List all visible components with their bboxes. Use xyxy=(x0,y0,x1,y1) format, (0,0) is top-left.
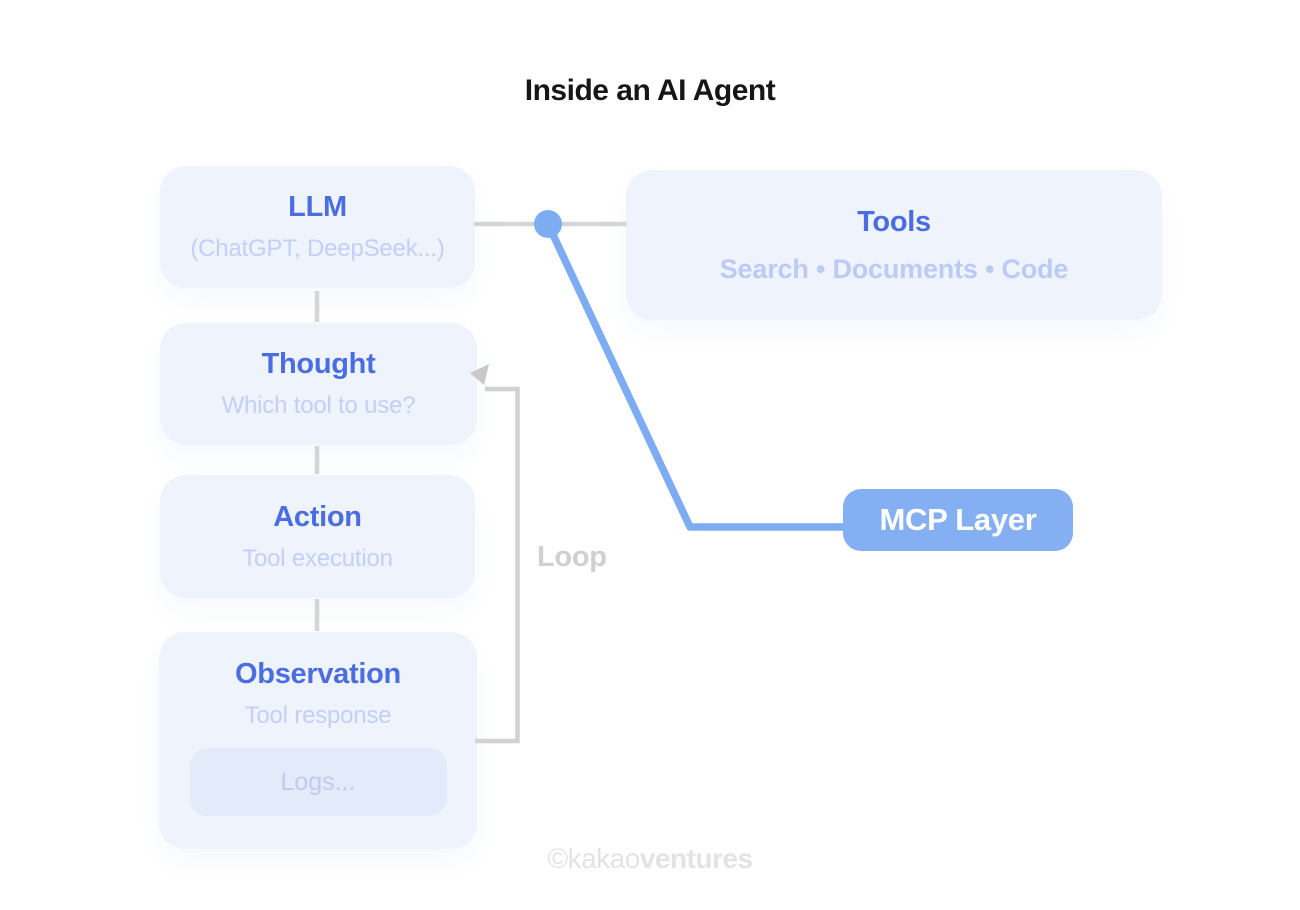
action-subtitle: Tool execution xyxy=(242,544,393,572)
page-title: Inside an AI Agent xyxy=(524,74,776,107)
tools-title: Tools xyxy=(857,205,931,238)
node-observation: Observation Tool response Logs... xyxy=(159,632,477,849)
watermark-suffix: ventures xyxy=(639,843,753,874)
watermark: ©kakaoventures xyxy=(0,843,1300,875)
watermark-prefix: ©kakao xyxy=(547,843,640,874)
tools-subtitle: Search • Documents • Code xyxy=(719,253,1069,284)
llm-title: LLM xyxy=(288,191,347,223)
loop-label: Loop xyxy=(537,541,607,573)
node-thought: Thought Which tool to use? xyxy=(160,323,477,445)
thought-title: Thought xyxy=(261,348,376,380)
observation-title: Observation xyxy=(235,658,401,690)
observation-subtitle: Tool response xyxy=(244,702,392,729)
thought-subtitle: Which tool to use? xyxy=(221,392,416,419)
node-tools: Tools Search • Documents • Code xyxy=(626,170,1162,320)
action-title: Action xyxy=(273,500,362,533)
llm-subtitle: (ChatGPT, DeepSeek...) xyxy=(190,235,445,262)
node-mcp-layer: MCP Layer xyxy=(843,489,1073,551)
node-llm: LLM (ChatGPT, DeepSeek...) xyxy=(160,166,475,288)
loop-connector xyxy=(475,386,520,744)
logs-box: Logs... xyxy=(189,748,447,816)
node-action: Action Tool execution xyxy=(160,475,475,598)
connector-dot-icon xyxy=(534,210,562,238)
